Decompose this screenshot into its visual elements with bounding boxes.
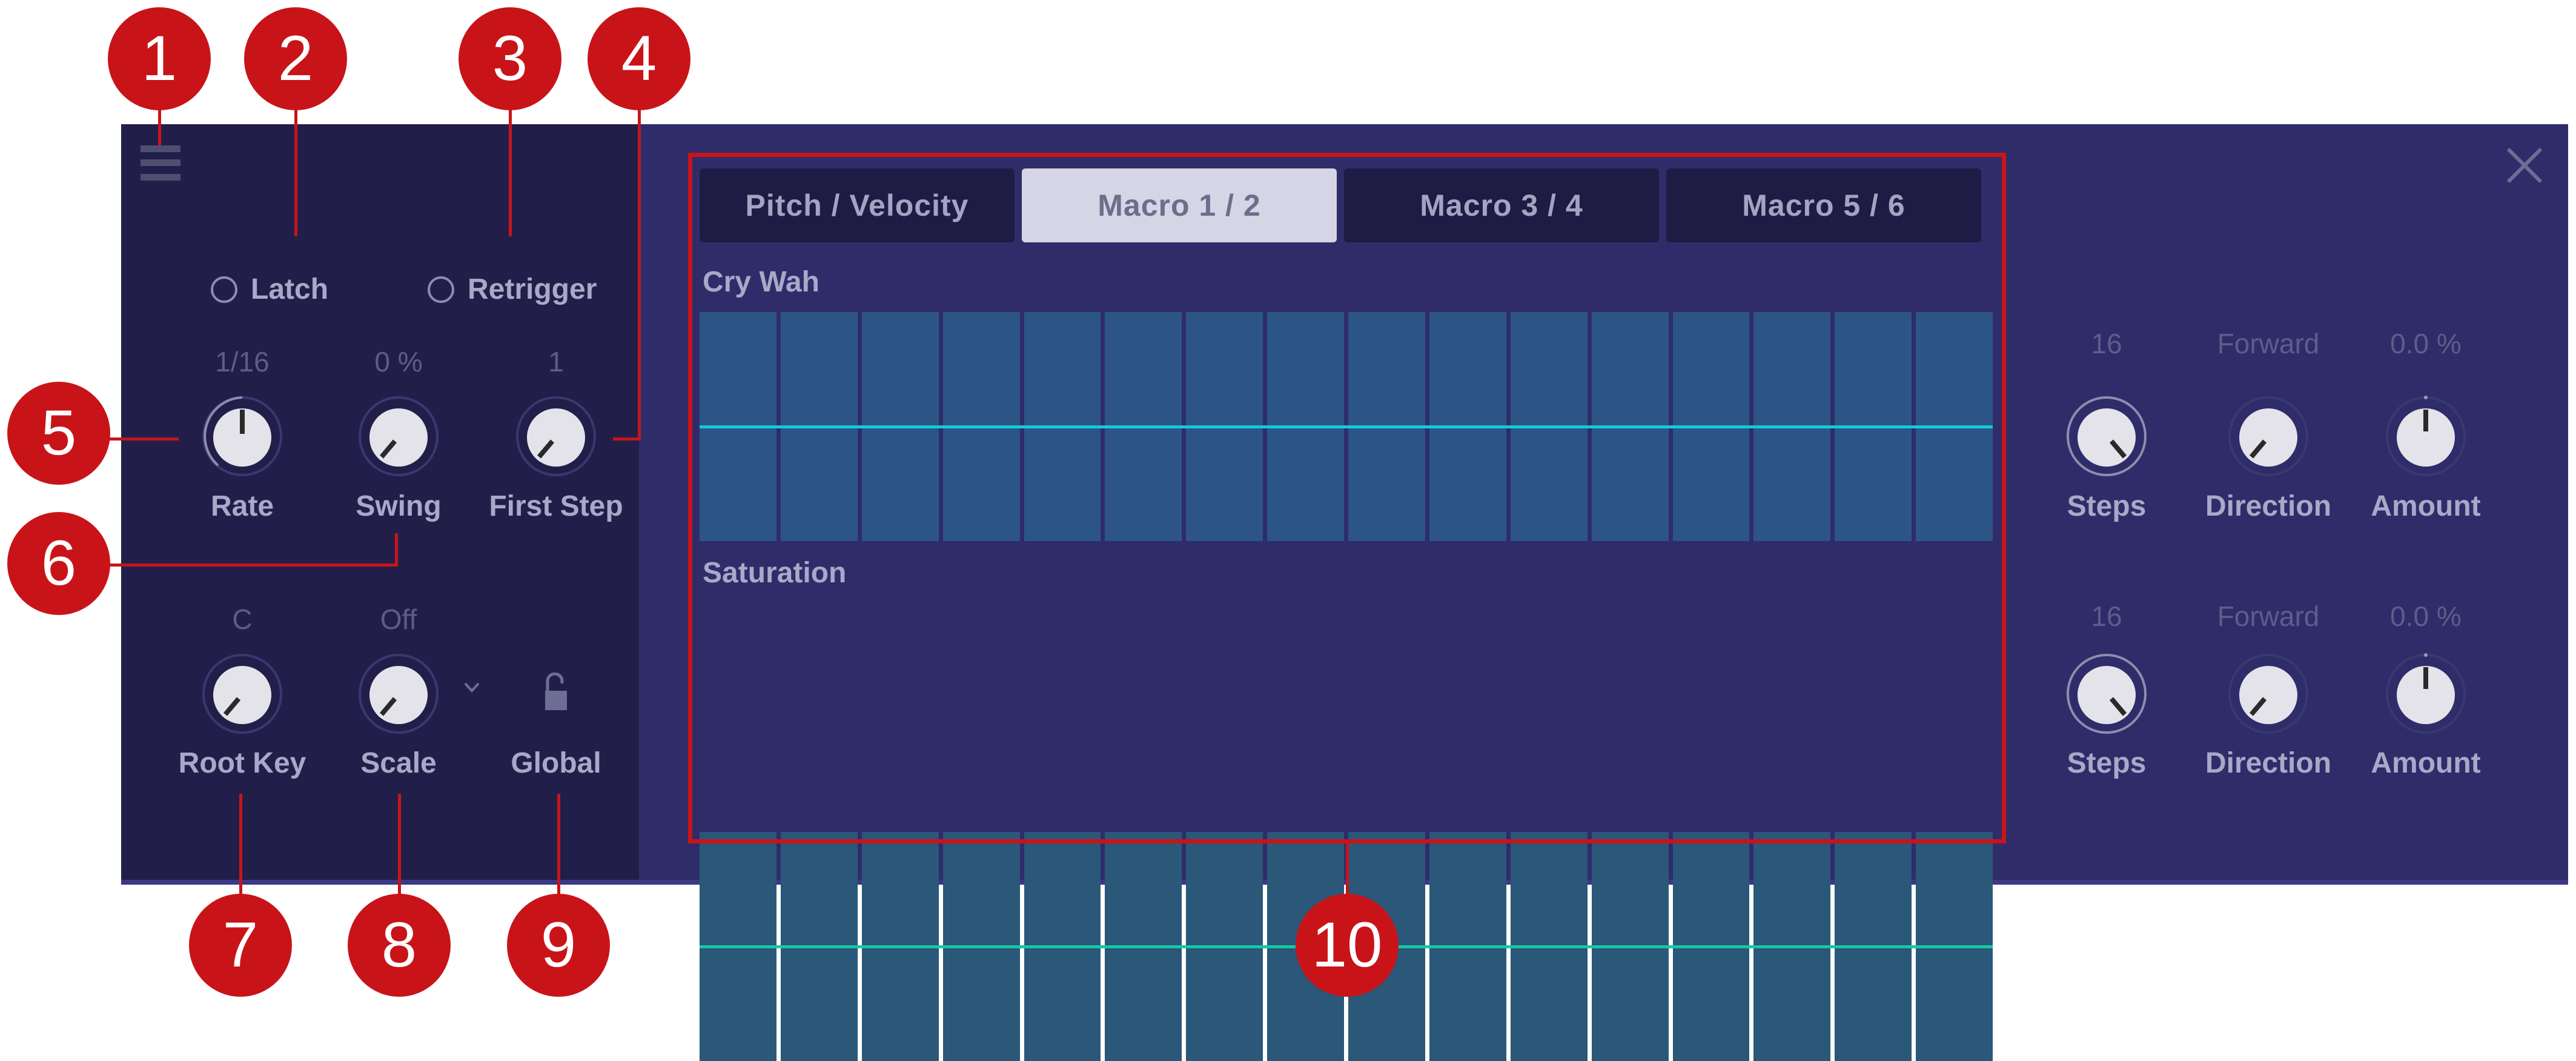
lane-1-value-line: [700, 425, 1993, 428]
retrigger-label: Retrigger: [468, 273, 597, 305]
annotation-line-9: [557, 794, 560, 903]
annotation-line-10: [1346, 842, 1349, 903]
annotation-line-4-h: [613, 437, 641, 441]
lane-2-label: Saturation: [703, 557, 847, 589]
annotation-badge-1: 1: [108, 7, 211, 110]
tab-macro-3-4[interactable]: Macro 3 / 4: [1344, 168, 1659, 242]
lane-2-direction-knob[interactable]: [2226, 651, 2311, 736]
lane-1-direction-value: Forward: [2217, 328, 2320, 359]
left-control-panel: [121, 124, 639, 880]
annotation-line-3: [509, 103, 512, 236]
latch-label: Latch: [251, 273, 329, 305]
annotation-line-7: [239, 794, 242, 903]
annotation-badge-10: 10: [1296, 894, 1399, 997]
latch-radio-icon[interactable]: [211, 276, 237, 303]
global-label: Global: [511, 747, 601, 779]
lane-2-steps-label: Steps: [2067, 747, 2147, 779]
annotation-line-6-v: [395, 533, 398, 567]
lane-2-amount-knob[interactable]: [2383, 651, 2468, 736]
first-step-value: 1: [548, 346, 564, 378]
annotation-badge-2: 2: [244, 7, 347, 110]
annotation-line-1: [158, 103, 161, 145]
scale-value: Off: [380, 604, 417, 635]
lane-2-amount-value: 0.0 %: [2390, 600, 2462, 632]
annotation-badge-5: 5: [7, 382, 110, 485]
first-step-knob[interactable]: [514, 394, 598, 479]
scale-label: Scale: [360, 747, 437, 779]
lane-1-amount-value: 0.0 %: [2390, 328, 2462, 359]
swing-label: Swing: [356, 490, 442, 522]
hamburger-menu-icon[interactable]: [141, 145, 180, 181]
scale-knob[interactable]: [356, 651, 441, 736]
root-key-value: C: [232, 604, 253, 635]
annotation-box-step-editor: [688, 153, 2006, 843]
close-x-icon[interactable]: [2505, 145, 2545, 185]
retrigger-toggle[interactable]: Retrigger: [428, 273, 597, 306]
lane-2-direction-value: Forward: [2217, 600, 2320, 632]
annotation-badge-3: 3: [459, 7, 561, 110]
tab-pitch-velocity[interactable]: Pitch / Velocity: [700, 168, 1015, 242]
latch-toggle[interactable]: Latch: [211, 273, 328, 306]
annotation-line-8: [398, 794, 401, 903]
annotation-line-4: [638, 103, 641, 440]
lane-1-direction-knob[interactable]: [2226, 394, 2311, 479]
lane-2-direction-label: Direction: [2205, 747, 2332, 779]
annotation-line-5: [106, 437, 179, 441]
annotation-badge-8: 8: [348, 894, 451, 997]
lane-1-label: Cry Wah: [703, 266, 819, 298]
tab-macro-1-2[interactable]: Macro 1 / 2: [1022, 168, 1337, 242]
macro-tab-bar: Pitch / Velocity Macro 1 / 2 Macro 3 / 4…: [700, 168, 1981, 242]
annotation-line-6: [106, 564, 397, 567]
chevron-down-icon[interactable]: [463, 680, 481, 694]
lane-2-amount-label: Amount: [2371, 747, 2481, 779]
root-key-knob[interactable]: [200, 651, 285, 736]
tab-macro-5-6[interactable]: Macro 5 / 6: [1666, 168, 1981, 242]
rate-label: Rate: [210, 490, 274, 522]
lane-1-steps-value: 16: [2091, 328, 2122, 359]
swing-knob[interactable]: [356, 394, 441, 479]
rate-knob[interactable]: [200, 394, 285, 479]
lane-1-amount-label: Amount: [2371, 490, 2481, 522]
lane-1-steps-label: Steps: [2067, 490, 2147, 522]
lane-2-steps-value: 16: [2091, 600, 2122, 632]
lane-1-amount-knob[interactable]: [2383, 394, 2468, 479]
annotation-badge-6: 6: [7, 512, 110, 615]
annotation-badge-4: 4: [588, 7, 690, 110]
lane-1-step-grid[interactable]: [700, 312, 1993, 541]
retrigger-radio-icon[interactable]: [428, 276, 454, 303]
rate-value: 1/16: [215, 346, 270, 378]
unlocked-padlock-icon[interactable]: [543, 672, 569, 711]
lane-1-direction-label: Direction: [2205, 490, 2332, 522]
root-key-label: Root Key: [178, 747, 306, 779]
swing-value: 0 %: [374, 346, 423, 378]
lane-1-steps-knob[interactable]: [2064, 394, 2149, 479]
annotation-badge-7: 7: [189, 894, 292, 997]
annotation-badge-9: 9: [507, 894, 610, 997]
annotation-line-2: [294, 103, 297, 236]
first-step-label: First Step: [489, 490, 623, 522]
lane-2-steps-knob[interactable]: [2064, 651, 2149, 736]
